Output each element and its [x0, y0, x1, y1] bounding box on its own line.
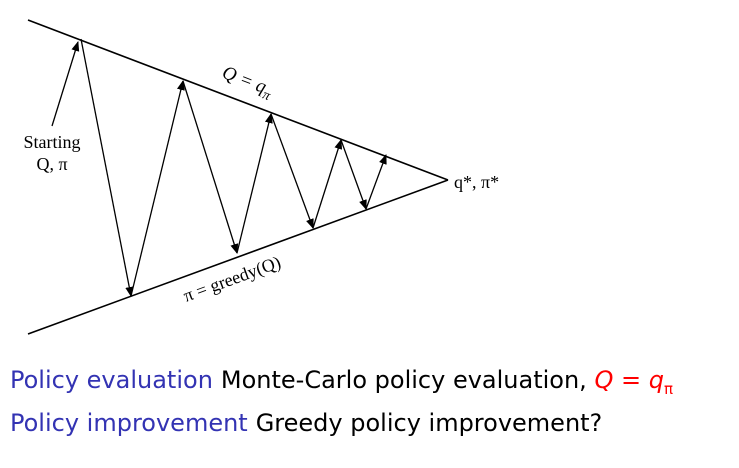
zigzag-arrow: [236, 113, 273, 254]
bottom-line-label: π = greedy(Q): [181, 252, 284, 307]
zigzag-arrow: [365, 154, 387, 210]
zigzag-arrow: [270, 113, 314, 229]
policy-improvement-text: Greedy policy improvement?: [255, 409, 603, 437]
zigzag-arrow: [130, 80, 185, 297]
policy-improvement-term: Policy improvement: [10, 409, 248, 437]
lower-boundary-line: [27, 179, 449, 335]
policy-evaluation-term: Policy evaluation: [10, 366, 213, 394]
zigzag-arrows: [80, 38, 387, 297]
start-label-line2: Q, π: [36, 154, 67, 174]
top-line-label: Q = qπ: [218, 62, 277, 104]
start-arrow: [51, 41, 80, 127]
gpi-diagram: Q = qπ π = greedy(Q) Starting Q, π q*, π…: [24, 19, 499, 335]
policy-evaluation-math: Q = qπ: [594, 366, 673, 398]
zigzag-arrow: [182, 80, 239, 254]
convergence-label: q*, π*: [454, 172, 499, 192]
start-label-line1: Starting: [24, 132, 81, 152]
upper-boundary-line: [27, 19, 449, 181]
zigzag-arrow: [80, 38, 134, 297]
zigzag-arrow: [312, 139, 343, 229]
zigzag-arrow: [340, 139, 367, 210]
policy-evaluation-text: Monte-Carlo policy evaluation,: [220, 366, 587, 394]
